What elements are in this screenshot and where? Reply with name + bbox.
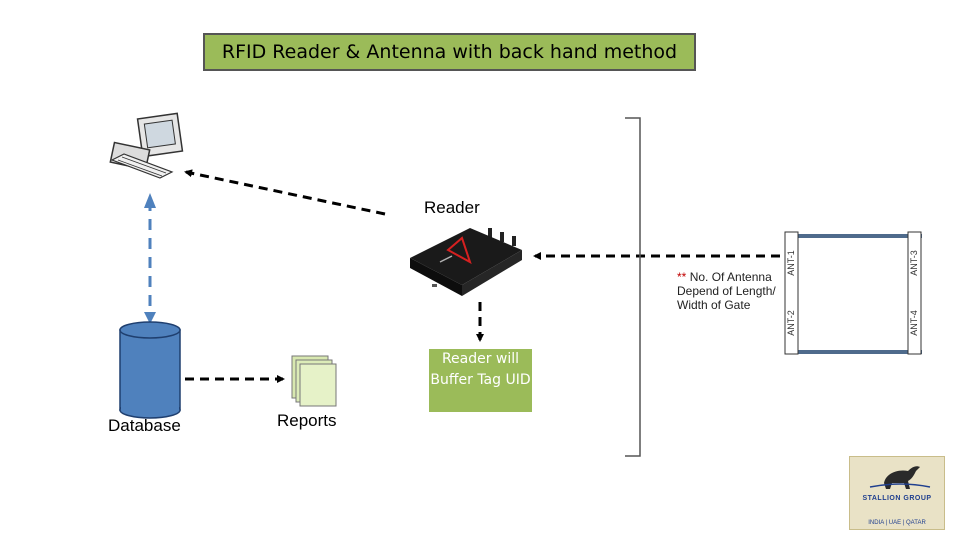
database-label: Database	[108, 416, 181, 435]
logo-locations: INDIA | UAE | QATAR	[868, 520, 926, 526]
computer-icon	[109, 112, 184, 179]
buffer-text: Reader will Buffer Tag UID	[430, 351, 531, 388]
antenna-note-text: No. Of Antenna Depend of Length/ Width o…	[677, 270, 776, 312]
company-logo: STALLION GROUP INDIA | UAE | QATAR	[849, 456, 945, 530]
buffer-box: Reader will Buffer Tag UID	[429, 349, 532, 412]
antenna-note: ** No. Of Antenna Depend of Length/ Widt…	[677, 270, 787, 312]
diagram-title: RFID Reader & Antenna with back hand met…	[203, 33, 696, 71]
antenna-gate-frame	[784, 231, 922, 355]
system-bracket	[625, 117, 641, 457]
horse-icon	[869, 466, 931, 489]
reader-label: Reader	[424, 198, 480, 217]
rfid-reader-icon	[410, 228, 522, 296]
antenna-label-1: ANT-1	[786, 250, 796, 276]
computer-database-arrowhead-up	[144, 193, 156, 208]
antenna-label-4: ANT-4	[909, 310, 919, 336]
antenna-label-2: ANT-2	[786, 310, 796, 336]
reports-label: Reports	[277, 411, 337, 430]
diagram-title-text: RFID Reader & Antenna with back hand met…	[221, 41, 678, 63]
logo-brand: STALLION GROUP	[862, 495, 932, 502]
antenna-label-3: ANT-3	[909, 250, 919, 276]
database-icon	[119, 321, 181, 419]
antenna-note-stars: **	[677, 270, 687, 284]
reader-to-computer-arrow	[184, 169, 386, 216]
reports-icon	[291, 355, 337, 407]
